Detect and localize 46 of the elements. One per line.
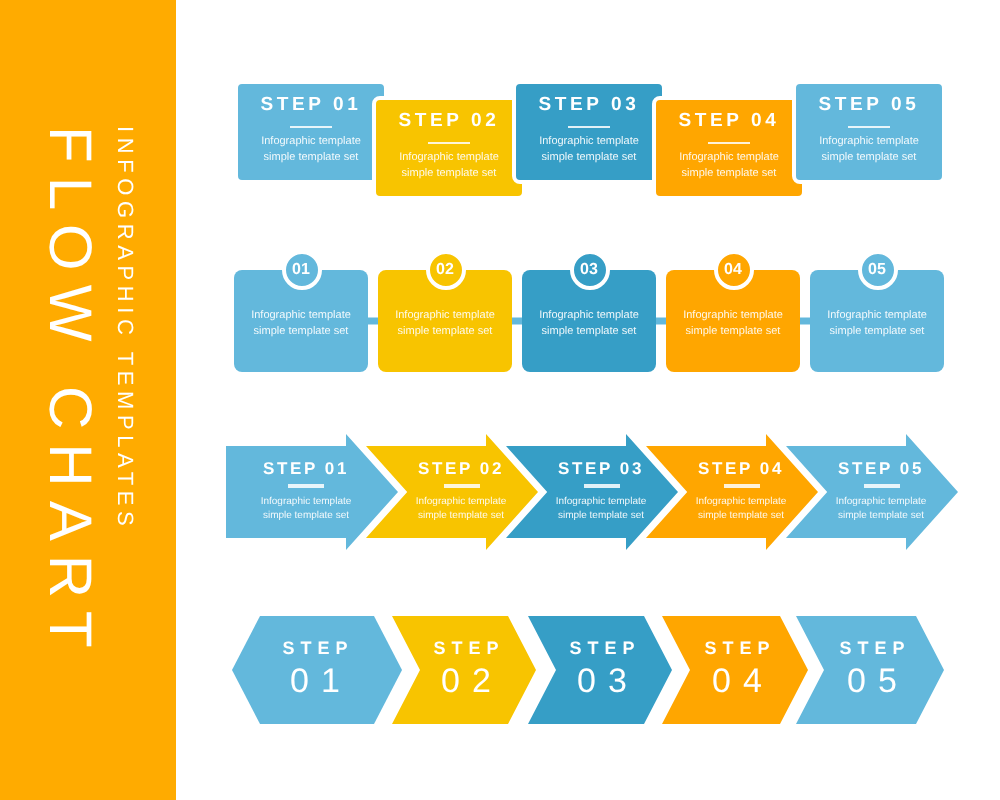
step-label: STEP	[280, 638, 354, 661]
step-banner	[646, 434, 818, 550]
connector-line	[512, 317, 522, 325]
step-banner	[226, 434, 398, 550]
step-label: STEP	[567, 638, 641, 661]
step-label: STEP	[431, 638, 505, 661]
number-badge: 01	[281, 250, 321, 290]
step-card	[512, 80, 666, 184]
step-card	[234, 80, 388, 184]
connector-line	[800, 317, 810, 325]
step-card	[792, 80, 946, 184]
connector-line	[368, 317, 378, 325]
step-title: STEP 05	[818, 96, 920, 118]
step-title: STEP 02	[398, 112, 500, 134]
step-number: 01	[288, 664, 352, 702]
connector-line	[656, 317, 666, 325]
step-number: 05	[845, 664, 909, 702]
number-badge: 02	[425, 250, 465, 290]
chevron-banner	[662, 616, 808, 724]
step-banner	[786, 434, 958, 550]
step-number: 03	[575, 664, 639, 702]
title: FLOW CHART	[38, 126, 98, 662]
step-title: STEP 04	[698, 459, 784, 479]
step-label: STEP	[837, 638, 911, 661]
step-banner	[366, 434, 538, 550]
step-title: STEP 03	[538, 96, 640, 118]
step-title: STEP 04	[678, 112, 780, 134]
number-badge: 05	[857, 250, 897, 290]
step-title: STEP 01	[263, 459, 349, 479]
step-title: STEP 03	[558, 459, 644, 479]
step-card	[372, 96, 526, 200]
hexagon-banner	[232, 616, 402, 724]
chevron-banner	[528, 616, 672, 724]
chevron-banner	[796, 616, 944, 724]
step-banner	[506, 434, 678, 550]
number-badge: 04	[713, 250, 753, 290]
step-card	[652, 96, 806, 200]
step-title: STEP 05	[838, 459, 924, 479]
number-badge: 03	[569, 250, 609, 290]
step-number: 02	[439, 664, 503, 702]
step-title: STEP 02	[418, 459, 504, 479]
subtitle: INFOGRAPHIC TEMPLATES	[112, 126, 136, 532]
step-number: 04	[710, 664, 774, 702]
chevron-banner	[392, 616, 536, 724]
step-title: STEP 01	[260, 96, 362, 118]
step-label: STEP	[702, 638, 776, 661]
